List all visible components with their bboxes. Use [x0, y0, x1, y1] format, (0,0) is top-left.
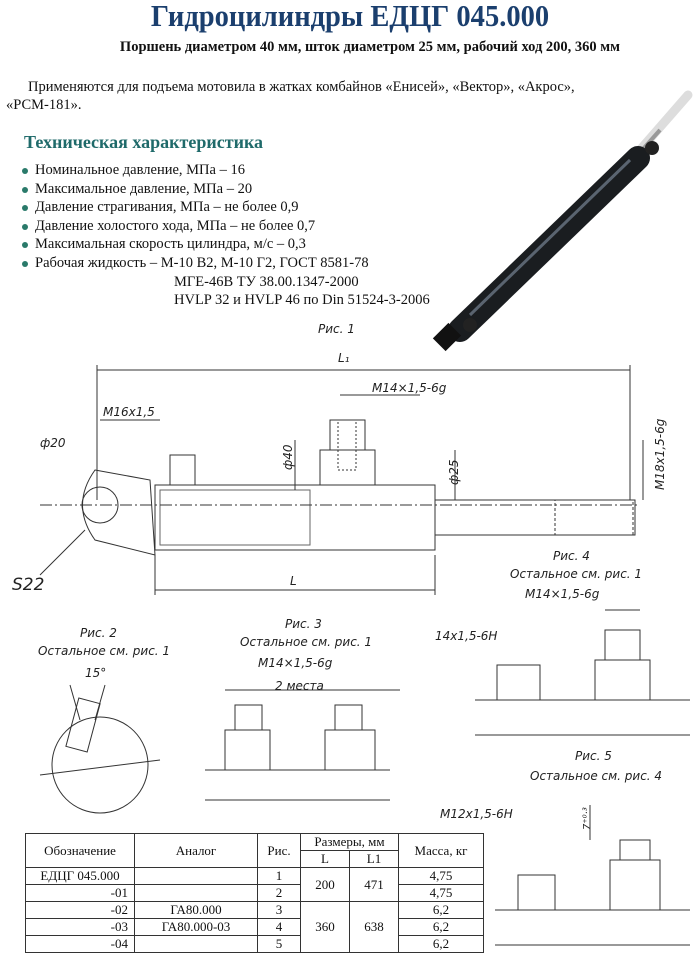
cell-l: 360: [300, 901, 350, 953]
cell-l1: 638: [349, 901, 399, 953]
fig2-note: Остальное см. рис. 1: [38, 644, 170, 658]
fig1-title: Рис. 1: [318, 322, 355, 336]
fig2-angle: 15°: [85, 666, 106, 680]
cell-analog: [134, 867, 258, 885]
fig4-port: М14×1,5-6g: [525, 587, 600, 601]
fig1-port-label: М14×1,5-6g: [372, 381, 447, 395]
header-l1: L1: [349, 850, 399, 868]
spec-item: Максимальная скорость цилиндра, м/с – 0,…: [22, 235, 430, 254]
fig4-note: Остальное см. рис. 1: [510, 567, 642, 581]
spec-list: Номинальное давление, МПа – 16 Максималь…: [22, 161, 430, 310]
cell-analog: [134, 935, 258, 953]
fig3-places: 2 места: [275, 679, 324, 693]
header-analog: Аналог: [134, 833, 258, 868]
cell-designation: -01: [25, 884, 135, 902]
cell-l: 200: [300, 867, 350, 902]
cell-fig: 5: [257, 935, 301, 953]
fig5-dim: 7⁺⁰·³: [582, 807, 593, 830]
cell-designation: ЕДЦГ 045.000: [25, 867, 135, 885]
cell-designation: -02: [25, 901, 135, 919]
cell-fig: 4: [257, 918, 301, 936]
fig1-l1-label: L₁: [338, 351, 350, 365]
page-title: Гидроцилиндры ЕДЦГ 045.000: [150, 0, 550, 33]
fig4-thread: 14х1,5-6Н: [435, 629, 497, 643]
cell-analog: ГА80.000-03: [134, 918, 258, 936]
fig1-d40-label: ф40: [281, 444, 295, 470]
cell-fig: 2: [257, 884, 301, 902]
table-row: ЕДЦГ 045.000 1 200 471 4,75: [25, 867, 484, 902]
cell-designation: -03: [25, 918, 135, 936]
cell-analog: ГА80.000: [134, 901, 258, 919]
header-mass: Масса, кг: [398, 833, 484, 868]
fig3-port: М14×1,5-6g: [258, 656, 333, 670]
header-fig: Рис.: [257, 833, 301, 868]
spec-item: МГЕ-46В ТУ 38.00.1347-2000: [174, 273, 359, 290]
table-row: -01 2 4,75: [25, 884, 484, 902]
cell-analog: [134, 884, 258, 902]
cell-designation: -04: [25, 935, 135, 953]
intro-paragraph: Применяются для подъема мотовила в жатка…: [6, 79, 575, 113]
spec-item: Максимальное давление, МПа – 20: [22, 180, 430, 199]
fig1-m16-label: М16х1,5: [103, 405, 155, 419]
header-designation: Обозначение: [25, 833, 135, 868]
subtitle: Поршень диаметром 40 мм, шток диаметром …: [119, 39, 621, 55]
cylinder-photo: [432, 90, 693, 352]
spec-item: Давление страгивания, МПа – не более 0,9: [22, 198, 430, 217]
spec-heading: Техническая характеристика: [24, 132, 264, 152]
fig1-d20-label: ф20: [40, 436, 66, 450]
fig5-title: Рис. 5: [575, 749, 612, 763]
spec-item: Рабочая жидкость – М-10 В2, М-10 Г2, ГОС…: [22, 254, 430, 273]
spec-item: HVLP 32 и HVLP 46 по Din 51524-3-2006: [174, 292, 430, 309]
table-row: -02 ГА80.000 3 360 638 6,2: [25, 901, 484, 953]
cell-mass: 4,75: [398, 867, 484, 885]
figure-3: [205, 689, 400, 801]
figure-4: [475, 609, 690, 736]
cell-mass: 4,75: [398, 884, 484, 902]
cell-l1: 471: [349, 867, 399, 902]
fig1-d25-label: ф25: [447, 459, 461, 485]
figure-1: [39, 365, 644, 595]
cell-mass: 6,2: [398, 918, 484, 936]
cell-mass: 6,2: [398, 901, 484, 919]
fig1-m18-label: М18х1,5-6g: [653, 418, 667, 490]
header-sizes: Размеры, мм: [300, 833, 399, 851]
spec-item: Номинальное давление, МПа – 16: [22, 161, 430, 180]
fig4-title: Рис. 4: [553, 549, 590, 563]
fig5-note: Остальное см. рис. 4: [530, 769, 662, 783]
models-table: Обозначение Аналог Рис. Размеры, мм Масс…: [25, 833, 484, 953]
header-l: L: [300, 850, 350, 868]
cell-fig: 1: [257, 867, 301, 885]
cell-fig: 3: [257, 901, 301, 919]
fig1-l-label: L: [290, 574, 297, 588]
spec-item: Давление холостого хода, МПа – не более …: [22, 217, 430, 236]
cell-mass: 6,2: [398, 935, 484, 953]
table-row: -03 ГА80.000-03 4 6,2: [25, 918, 484, 936]
fig3-note: Остальное см. рис. 1: [240, 635, 372, 649]
table-row: -04 5 6,2: [25, 935, 484, 953]
fig5-thread: М12х1,5-6Н: [440, 807, 513, 821]
figure-2: [39, 684, 161, 814]
figure-5: [495, 805, 690, 946]
fig3-title: Рис. 3: [285, 617, 322, 631]
fig2-title: Рис. 2: [80, 626, 117, 640]
fig1-s22-label: S22: [12, 575, 44, 595]
